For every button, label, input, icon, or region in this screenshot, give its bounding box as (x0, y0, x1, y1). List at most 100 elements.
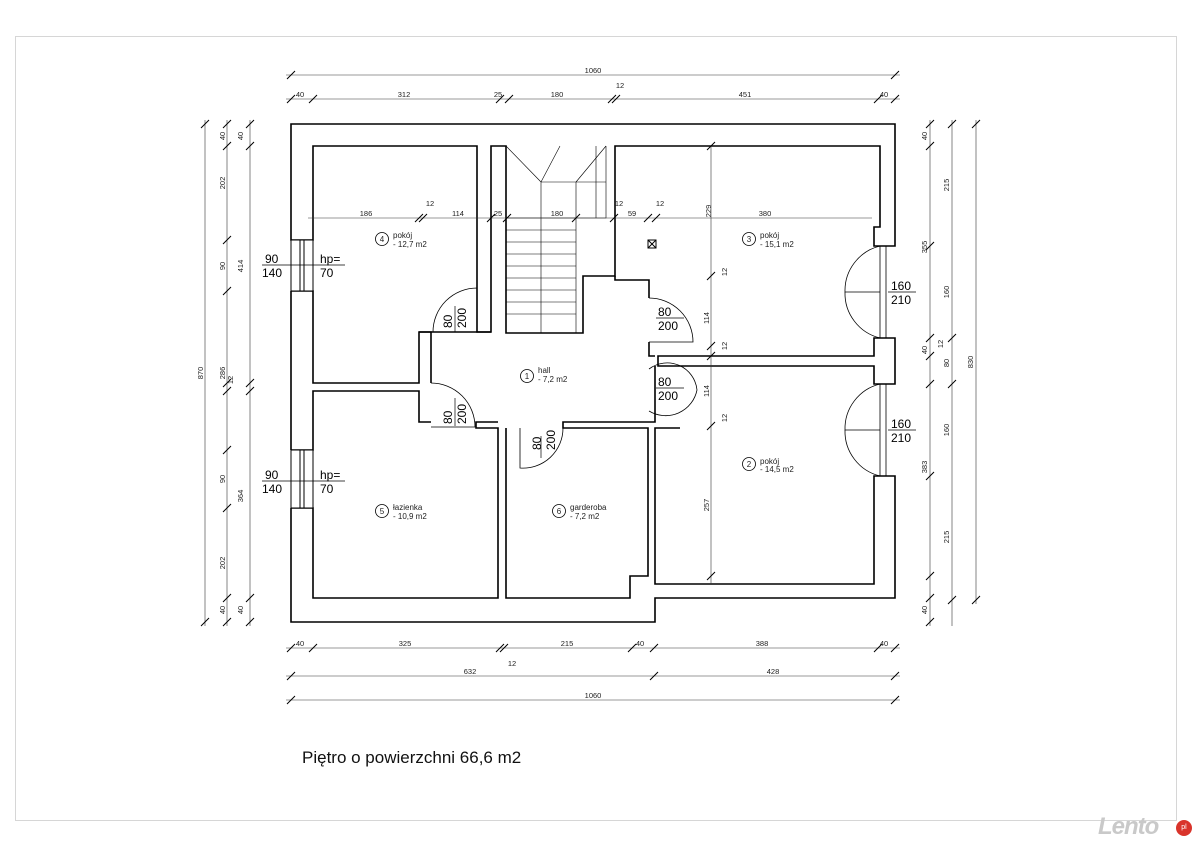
window-hp: hp= (320, 252, 340, 266)
door-width: 80 (441, 410, 455, 424)
window-hp-value: 70 (320, 266, 334, 280)
drawing-sheet (15, 36, 1177, 821)
dim-left-a: 90 (218, 262, 227, 270)
door-height: 200 (658, 319, 678, 333)
dim-right-a: 40 (920, 132, 929, 140)
dim-inner: 380 (759, 209, 772, 218)
dim-inner: 12 (426, 199, 434, 208)
door-width: 80 (441, 314, 455, 328)
dim-right-b: 383 (920, 461, 929, 474)
door-width: 80 (658, 305, 672, 319)
room-area: - 10,9 m2 (393, 512, 427, 521)
dim-left-a: 202 (218, 557, 227, 570)
dim-bottom: 40 (880, 639, 888, 648)
dim-inner-v: 12 (720, 268, 729, 276)
dim-top: 40 (296, 90, 304, 99)
dim-left-a: 202 (218, 177, 227, 190)
dim-left-b: 40 (236, 606, 245, 614)
room-number: 1 (525, 372, 530, 381)
dimension-ticks (200, 70, 981, 705)
opening-labels (262, 264, 916, 482)
dim-inner: 180 (551, 209, 564, 218)
staircase (505, 145, 607, 334)
door-height: 200 (658, 389, 678, 403)
left-windows (290, 239, 314, 509)
room-text: 1 hall - 7,2 m2 2 pokój - 14,5 m2 3 pokó… (380, 231, 795, 521)
dim-right-a: 12 (936, 340, 945, 348)
window-height: 140 (262, 266, 282, 280)
door-width: 80 (658, 375, 672, 389)
dim-left-a: 12 (226, 376, 235, 384)
dim-inner-v: 12 (720, 342, 729, 350)
right-wall-mid (657, 337, 896, 385)
room-number: 4 (380, 235, 385, 244)
room-number: 5 (380, 507, 385, 516)
window-lower (290, 449, 314, 509)
dim-inner-v: 257 (702, 499, 711, 512)
dim-left-a: 286 (218, 367, 227, 380)
dim-right-a: 40 (920, 346, 929, 354)
dim-bottom-12: 12 (508, 659, 516, 668)
dim-top: 25 (494, 90, 502, 99)
room-name: hall (538, 366, 551, 375)
room-number: 6 (557, 507, 562, 516)
dim-bottom-mid: 428 (767, 667, 780, 676)
dim-right-a: 215 (942, 531, 951, 544)
door-height: 200 (455, 404, 469, 424)
dim-inner: 12 (615, 199, 623, 208)
dim-left-a: 40 (218, 606, 227, 614)
dim-bottom: 325 (399, 639, 412, 648)
dim-inner: 59 (628, 209, 636, 218)
window-hp-value: 70 (320, 482, 334, 496)
dim-top: 12 (616, 81, 624, 90)
dim-bottom: 215 (561, 639, 574, 648)
room-name: pokój (760, 457, 779, 466)
room-area: - 12,7 m2 (393, 240, 427, 249)
dim-top: 180 (551, 90, 564, 99)
door-height: 210 (891, 431, 911, 445)
window-width: 90 (265, 252, 279, 266)
dim-left-b: 414 (236, 260, 245, 273)
dim-left-total: 870 (196, 367, 205, 380)
room-area: - 15,1 m2 (760, 240, 794, 249)
room-number: 2 (747, 460, 752, 469)
balcony-door-arc-1 (844, 245, 881, 293)
watermark-logo: Lento (1098, 813, 1159, 840)
room-area: - 7,2 m2 (538, 375, 568, 384)
dimension-lines (204, 74, 977, 701)
dim-left-b: 364 (236, 490, 245, 503)
dim-right-a: 160 (942, 424, 951, 437)
room-name: garderoba (570, 503, 607, 512)
room-area: - 14,5 m2 (760, 465, 794, 474)
dim-right-a: 80 (942, 359, 951, 367)
door-height: 200 (544, 430, 558, 450)
dim-bottom: 40 (636, 639, 644, 648)
dim-inner: 12 (656, 199, 664, 208)
room-name: pokój (760, 231, 779, 240)
door-height: 200 (455, 308, 469, 328)
window-hp: hp= (320, 468, 340, 482)
dim-inner: 25 (494, 209, 502, 218)
room-area: - 7,2 m2 (570, 512, 600, 521)
interior-doors (430, 287, 698, 469)
dim-bottom: 40 (296, 639, 304, 648)
dim-left-a: 90 (218, 475, 227, 483)
chimney-marker (647, 239, 657, 249)
room-number: 3 (747, 235, 752, 244)
plan-caption: Piętro o powierzchni 66,6 m2 (302, 748, 522, 767)
dim-left-b: 40 (236, 132, 245, 140)
balcony-door-arc-2 (844, 383, 881, 431)
room-name: łazienka (393, 503, 423, 512)
dim-top-total: 1060 (585, 66, 602, 75)
opening-text: 90 140 hp= 70 90 140 hp= 70 160 210 160 … (262, 252, 911, 496)
watermark-badge: pl (1176, 820, 1192, 836)
dim-inner-v: 114 (702, 312, 711, 324)
dim-right-b: 355 (920, 241, 929, 254)
dim-right-a: 40 (920, 606, 929, 614)
dim-inner-v: 12 (720, 414, 729, 422)
dim-bottom-mid: 632 (464, 667, 477, 676)
dim-top: 312 (398, 90, 411, 99)
dim-left-a: 40 (218, 132, 227, 140)
dimension-labels: 1060 40 312 25 180 12 451 40 186 12 114 … (196, 66, 975, 700)
